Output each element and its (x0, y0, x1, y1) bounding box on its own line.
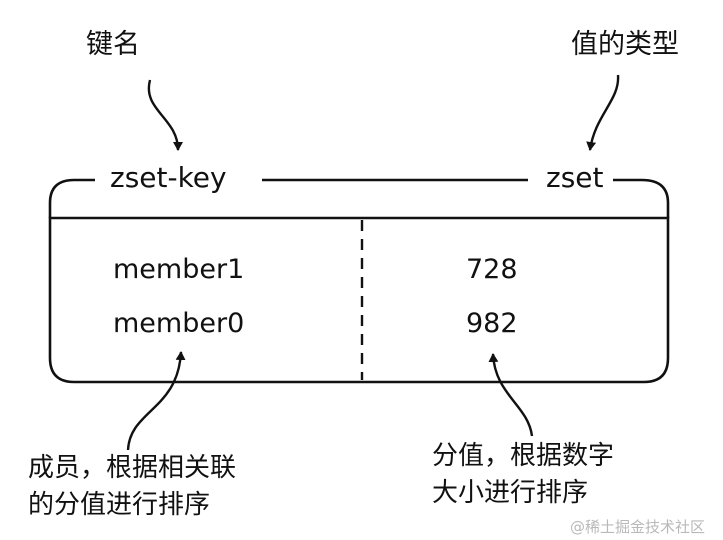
member-cell: member0 (113, 308, 245, 339)
members-note-line1: 成员，根据相关联 (28, 453, 237, 483)
scores-note-line2: 大小进行排序 (432, 478, 589, 508)
members-note: 成员，根据相关联 的分值进行排序 (28, 450, 236, 524)
key-name-arrow (147, 79, 183, 151)
value-type-value: zset (540, 161, 610, 194)
scores-note: 分值，根据数字 大小进行排序 (432, 438, 614, 512)
value-type-arrow (586, 74, 620, 151)
value-type-label: 值的类型 (571, 29, 679, 60)
score-cell: 982 (466, 308, 518, 339)
members-note-line2: 的分值进行排序 (28, 490, 211, 520)
score-cell: 728 (466, 254, 518, 285)
watermark: @稀土掘金技术社区 (570, 518, 706, 536)
header-frame (48, 178, 670, 218)
data-box (48, 216, 670, 384)
member-cell: member1 (113, 254, 245, 285)
members-arrow (126, 351, 186, 451)
scores-arrow (488, 353, 534, 437)
scores-note-line1: 分值，根据数字 (432, 441, 615, 471)
key-name-label: 键名 (86, 29, 140, 60)
key-name-value: zset-key (104, 161, 233, 194)
